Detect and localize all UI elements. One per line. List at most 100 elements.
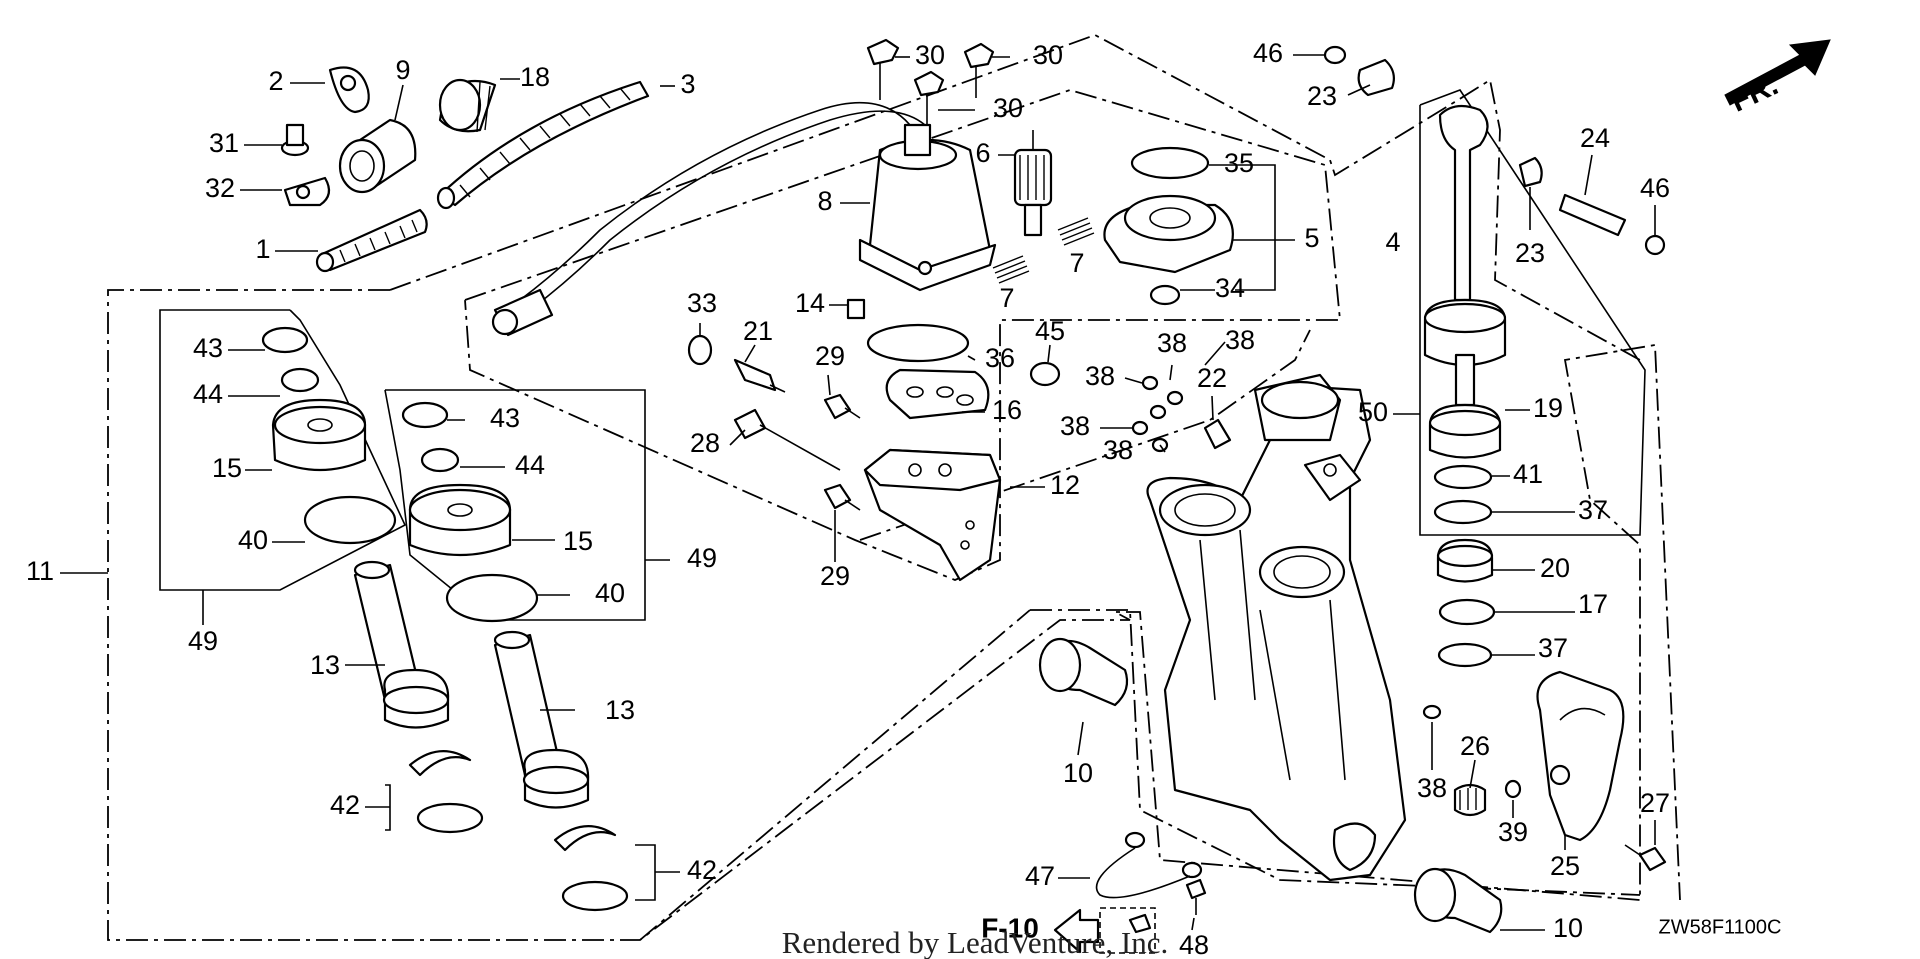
callout-45: 45 bbox=[1035, 316, 1065, 346]
callout-2: 2 bbox=[268, 66, 283, 96]
callout-47: 47 bbox=[1025, 861, 1055, 891]
callout-26: 26 bbox=[1460, 731, 1490, 761]
part-rod-assembly-50 bbox=[1423, 104, 1507, 459]
callout-38-e: 38 bbox=[1103, 435, 1133, 465]
callout-49-a: 49 bbox=[188, 626, 218, 656]
part-screws-26-39-27 bbox=[1453, 779, 1667, 872]
callout-50: 50 bbox=[1358, 397, 1388, 427]
callout-31: 31 bbox=[209, 128, 239, 158]
part-clamp-32 bbox=[283, 176, 331, 207]
callout-21: 21 bbox=[743, 316, 773, 346]
callout-25: 25 bbox=[1550, 851, 1580, 881]
callout-15-a: 15 bbox=[212, 453, 242, 483]
callout-30-a: 30 bbox=[915, 40, 945, 70]
callout-49-b: 49 bbox=[687, 543, 717, 573]
callout-44-a: 44 bbox=[193, 379, 223, 409]
callout-5: 5 bbox=[1304, 223, 1319, 253]
callout-23-a: 23 bbox=[1307, 81, 1337, 111]
callout-41: 41 bbox=[1513, 459, 1543, 489]
callout-22: 22 bbox=[1197, 363, 1227, 393]
part-bushes-10 bbox=[1038, 637, 1503, 934]
callout-27: 27 bbox=[1640, 788, 1670, 818]
callout-30-b: 30 bbox=[1033, 40, 1063, 70]
callout-10-a: 10 bbox=[1063, 758, 1093, 788]
part-armature-6 bbox=[1013, 130, 1053, 237]
callout-42-a: 42 bbox=[330, 790, 360, 820]
outline-assembly-11 bbox=[107, 289, 1681, 941]
callout-1: 1 bbox=[255, 234, 270, 264]
part-rods-13 bbox=[353, 560, 590, 809]
outline-lower-tank bbox=[1030, 609, 1641, 896]
callout-40-b: 40 bbox=[595, 578, 625, 608]
part-check-45 bbox=[1029, 361, 1061, 387]
callout-13-b: 13 bbox=[605, 695, 635, 725]
callout-7-b: 7 bbox=[999, 283, 1014, 313]
callout-48: 48 bbox=[1179, 930, 1209, 959]
callout-42-b: 42 bbox=[687, 855, 717, 885]
callout-38-f: 38 bbox=[1417, 773, 1447, 803]
part-end-cover-5 bbox=[1103, 194, 1234, 274]
leader-lines bbox=[60, 54, 1656, 931]
callout-numbers: 2 9 18 3 31 32 1 30 30 30 6 8 7 7 35 5 4… bbox=[26, 38, 1670, 959]
ref-arrow bbox=[1053, 908, 1100, 954]
callout-46-a: 46 bbox=[1253, 38, 1283, 68]
front-arrow bbox=[1724, 39, 1831, 106]
part-valve-body-12 bbox=[863, 448, 1002, 582]
part-harness-tube bbox=[315, 208, 428, 273]
outline-upper bbox=[389, 34, 1641, 361]
part-seal-stack bbox=[1433, 464, 1496, 668]
part-oring-35 bbox=[1130, 146, 1210, 180]
callout-43-a: 43 bbox=[193, 333, 223, 363]
callout-29-a: 29 bbox=[815, 341, 845, 371]
outline-motor bbox=[464, 89, 1341, 581]
part-grommet-9 bbox=[338, 118, 417, 194]
callout-23-b: 23 bbox=[1515, 238, 1545, 268]
diagram-code: ZW58F1100C bbox=[1658, 916, 1781, 938]
part-springs-7 bbox=[992, 217, 1095, 284]
callout-14: 14 bbox=[795, 288, 825, 318]
callout-3: 3 bbox=[680, 69, 695, 99]
callout-34: 34 bbox=[1215, 273, 1245, 303]
callout-36: 36 bbox=[985, 343, 1015, 373]
callout-20: 20 bbox=[1540, 553, 1570, 583]
callout-9: 9 bbox=[395, 55, 410, 85]
callout-17: 17 bbox=[1578, 589, 1608, 619]
watermark: Rendered by LeadVenture, Inc. bbox=[782, 925, 1168, 959]
callout-16: 16 bbox=[992, 395, 1022, 425]
callout-8: 8 bbox=[817, 186, 832, 216]
callout-24: 24 bbox=[1580, 123, 1610, 153]
part-pins-23-24-46 bbox=[1323, 45, 1666, 256]
part-rings-42 bbox=[408, 750, 629, 912]
part-valve-bits bbox=[687, 298, 866, 511]
callout-37-b: 37 bbox=[1538, 633, 1568, 663]
callout-38-b: 38 bbox=[1157, 328, 1187, 358]
callout-38-a: 38 bbox=[1085, 361, 1115, 391]
part-motor-8 bbox=[491, 101, 997, 337]
outline-valve bbox=[859, 329, 1311, 541]
part-ground-cable-47 bbox=[1095, 831, 1207, 954]
callout-12: 12 bbox=[1050, 470, 1080, 500]
callout-40-a: 40 bbox=[238, 525, 268, 555]
callout-28: 28 bbox=[690, 428, 720, 458]
part-oring-36 bbox=[866, 323, 970, 363]
callout-39: 39 bbox=[1498, 817, 1528, 847]
callout-6: 6 bbox=[975, 138, 990, 168]
callout-43-b: 43 bbox=[490, 403, 520, 433]
part-cylinder-body bbox=[1146, 373, 1407, 882]
part-cap-assembly-right bbox=[401, 401, 539, 623]
callout-30-c: 30 bbox=[993, 93, 1023, 123]
callout-38-c: 38 bbox=[1225, 325, 1255, 355]
part-plug-22 bbox=[1203, 418, 1232, 450]
callout-46-b: 46 bbox=[1640, 173, 1670, 203]
parts bbox=[261, 38, 1831, 954]
outline-lower-left bbox=[639, 609, 1031, 941]
callout-29-b: 29 bbox=[820, 561, 850, 591]
part-cap-assembly-left bbox=[261, 326, 397, 545]
callout-13-a: 13 bbox=[310, 650, 340, 680]
callout-11: 11 bbox=[26, 556, 54, 586]
part-bolts-30 bbox=[866, 38, 995, 128]
callout-18: 18 bbox=[520, 62, 550, 92]
callout-19: 19 bbox=[1533, 393, 1563, 423]
